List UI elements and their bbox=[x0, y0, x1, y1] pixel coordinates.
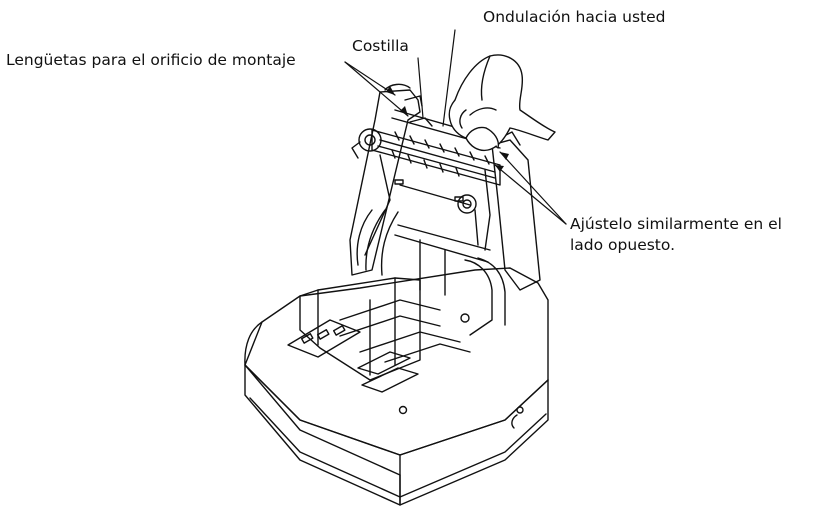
leader-curl bbox=[442, 29, 456, 127]
label-curl-toward-you: Ondulación hacia usted bbox=[483, 8, 666, 26]
label-rib: Costilla bbox=[352, 37, 409, 55]
leader-tabs-1 bbox=[344, 61, 396, 96]
leader-rib bbox=[417, 57, 424, 119]
leader-opposite-1 bbox=[499, 151, 567, 225]
hand-illustration bbox=[448, 54, 556, 152]
label-opposite-side-line2: lado opuesto. bbox=[570, 236, 676, 254]
arrowheads bbox=[386, 86, 509, 172]
leader-tabs-2 bbox=[344, 61, 409, 117]
leader-lines bbox=[344, 29, 567, 225]
label-opposite-side-line1: Ajústelo similarmente en el bbox=[570, 215, 782, 233]
label-mounting-tabs: Lengüetas para el orificio de montaje bbox=[6, 51, 296, 69]
leader-opposite-2 bbox=[494, 164, 567, 225]
printer-base bbox=[244, 257, 549, 506]
